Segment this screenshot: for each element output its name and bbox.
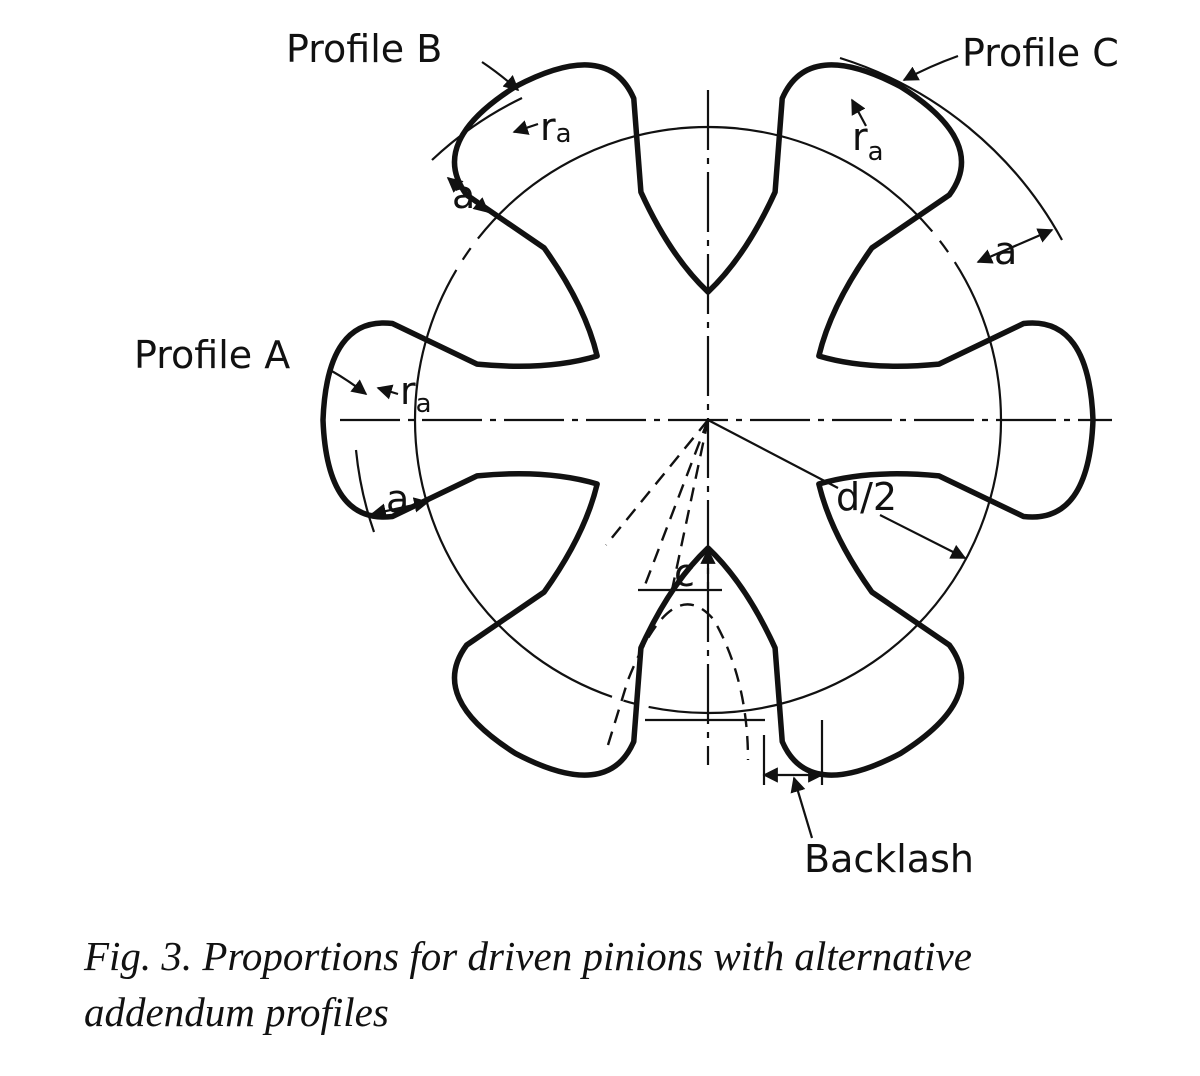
a-label-c: a [994, 229, 1017, 273]
backlash-label: Backlash [804, 837, 974, 881]
figure-caption: Fig. 3. Proportions for driven pinions w… [84, 928, 1174, 1040]
addendum-arc-b [431, 97, 523, 161]
profile-a-label: Profile A [134, 333, 290, 377]
c-label: c [674, 551, 695, 595]
profile-c-label: Profile C [962, 31, 1119, 75]
a-dimension-c [976, 228, 1054, 264]
a-dimension-b [446, 177, 490, 213]
caption-line-2: addendum profiles [84, 989, 389, 1035]
profile-c-leader [902, 54, 959, 81]
a-dimension-a [370, 497, 430, 519]
pinion-outline [320, 62, 1096, 778]
caption-line-1: Fig. 3. Proportions for driven pinions w… [84, 933, 972, 979]
half-diameter-leader [707, 419, 839, 489]
pitch-circle [413, 125, 1003, 715]
construction-line-2 [643, 419, 710, 586]
half-diameter-arrow [879, 514, 967, 559]
profile-b-label: Profile B [286, 27, 442, 71]
backlash-leader [790, 776, 814, 839]
addendum-arc-c [839, 56, 1063, 241]
ra-arrow-c [851, 98, 867, 127]
ra-arrow-b [512, 120, 539, 135]
a-label-b: a [452, 173, 475, 217]
ra-label-b: ra [540, 105, 572, 149]
ra-label-c: ra [852, 115, 884, 167]
construction-line-3 [670, 419, 710, 591]
a-label-a: a [386, 477, 409, 521]
dashed-mating-tooth [606, 603, 750, 761]
addendum-arc-a [354, 449, 376, 533]
profile-b-leader [481, 61, 520, 92]
construction-line-1 [605, 419, 709, 546]
profile-a-leader [329, 369, 368, 395]
ra-label-a: ra [400, 369, 432, 419]
half-diameter-label: d/2 [836, 475, 897, 519]
ra-arrow-a [376, 384, 399, 400]
